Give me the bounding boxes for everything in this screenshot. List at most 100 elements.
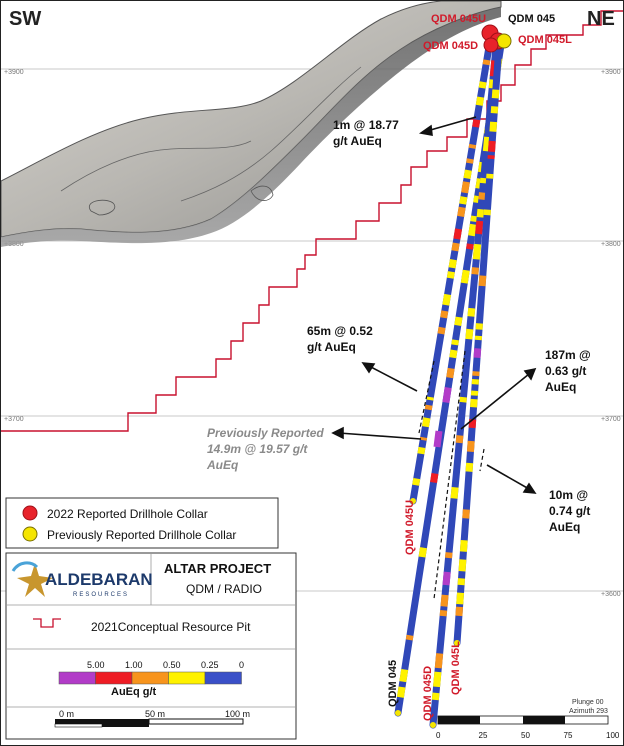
collar-qdm045 [496,33,512,49]
project-subtitle: QDM / RADIO [186,582,262,596]
assay-interval [465,462,474,472]
hole-label-qdm045l: QDM 045L [450,641,462,695]
assay-interval [454,316,463,326]
collar-label-qdm045l: QDM 045L [518,34,572,46]
assay-interval [424,404,433,411]
terrain-surface [1,1,502,247]
assay-interval [421,417,431,428]
aldebaran-logo-icon [11,561,53,597]
assay-interval [417,446,426,455]
view-scale-tick: 75 [564,731,573,740]
collar-legend: 2022 Reported Drillhole Collar Previousl… [5,497,279,549]
assay-interval [396,686,406,698]
scale-tick-label: 1.00 [125,660,143,670]
assay-interval [472,119,481,128]
elevation-label-3900-right: +3900 [601,69,621,76]
assay-interval [445,552,453,559]
annotation-previously-reported: Previously Reported 14.9m @ 19.57 g/t Au… [206,426,324,472]
assay-interval [465,328,474,340]
svg-text:65m @ 0.52: 65m @ 0.52 [307,324,373,338]
distance-scale-bar [54,718,244,728]
assay-interval [433,671,442,688]
annotation-arrows [331,116,537,494]
legend-label-previous: Previously Reported Drillhole Collar [47,528,236,542]
assay-interval [463,169,472,180]
assay-interval [462,509,470,519]
assay-interval [446,367,455,379]
view-scale-bar [437,715,609,725]
project-title: ALTAR PROJECT [164,561,271,576]
svg-text:0.63 g/t: 0.63 g/t [545,364,586,378]
svg-text:14.9m @ 19.57 g/t: 14.9m @ 19.57 g/t [207,442,308,456]
assay-interval [451,242,460,252]
hole-end-marker [395,710,401,716]
view-scale-tick: 100 [606,731,620,740]
company-subtitle: RESOURCES [73,592,129,598]
assay-interval [475,220,484,235]
svg-text:187m @: 187m @ [545,348,591,362]
assay-interval [466,440,475,453]
assay-interval [467,307,476,317]
assay-interval [457,206,466,218]
scale-swatch [131,671,169,685]
assay-interval [455,435,464,444]
assay-interval [466,243,474,250]
compass-ne: NE [587,8,615,30]
assay-interval [451,339,459,346]
elevation-label-3700-right: +3700 [601,416,621,423]
assay-interval [478,192,486,200]
assay-interval [478,275,487,287]
elevation-label-3900: +3900 [4,69,24,76]
drillhole-collars [481,24,512,53]
assay-interval [437,326,446,335]
annotation-10m: 10m @ 0.74 g/t AuEq [549,488,590,534]
assay-interval [476,208,485,218]
annotation-1m: 1m @ 18.77 g/t AuEq [333,118,399,148]
svg-text:AuEq: AuEq [545,380,576,394]
assay-interval [459,196,468,205]
hole-label-qdm045: QDM 045 [387,660,399,707]
assay-interval [405,634,414,641]
assay-interval [491,89,500,99]
svg-text:AuEq: AuEq [206,458,239,472]
assay-interval [473,195,482,204]
assay-interval [448,259,457,269]
assay-interval [456,592,465,605]
assay-interval [489,121,498,132]
annotation-65m: 65m @ 0.52 g/t AuEq [307,324,373,354]
interval-brackets [418,350,485,600]
drillhole-qdm045l [453,41,503,647]
assay-interval [418,547,427,558]
svg-text:g/t AuEq: g/t AuEq [307,340,356,354]
scale-swatch [168,671,206,685]
scale-tick-label: 5.00 [87,660,105,670]
assay-interval [430,472,439,484]
elevation-label-3600-right: +3600 [601,591,621,598]
elevation-label-3800-right: +3800 [601,241,621,248]
distance-tick-50: 50 m [145,709,165,719]
assay-interval [473,348,482,358]
assay-interval [482,59,491,66]
annotation-187m: 187m @ 0.63 g/t AuEq [545,348,591,394]
assay-interval [412,477,421,486]
hole-end-marker [454,640,460,646]
assay-interval [446,271,455,279]
distance-tick-0: 0 m [59,709,74,719]
svg-text:AuEq: AuEq [549,520,580,534]
svg-text:1m @ 18.77: 1m @ 18.77 [333,118,399,132]
legend-red-collar-icon [22,505,38,521]
assay-interval [458,559,467,572]
hole-label-qdm045u: QDM 045U [404,500,416,555]
assay-interval [459,540,468,552]
assay-interval [439,609,448,617]
assay-interval [461,181,470,194]
pit-legend-icon [33,618,61,628]
plunge-label: Plunge 00 [572,699,604,706]
assay-interval [468,223,477,237]
assay-interval [442,293,452,306]
drillholes [394,37,505,729]
collar-qdm045l [483,37,499,53]
drillhole-qdm045u [409,37,494,505]
